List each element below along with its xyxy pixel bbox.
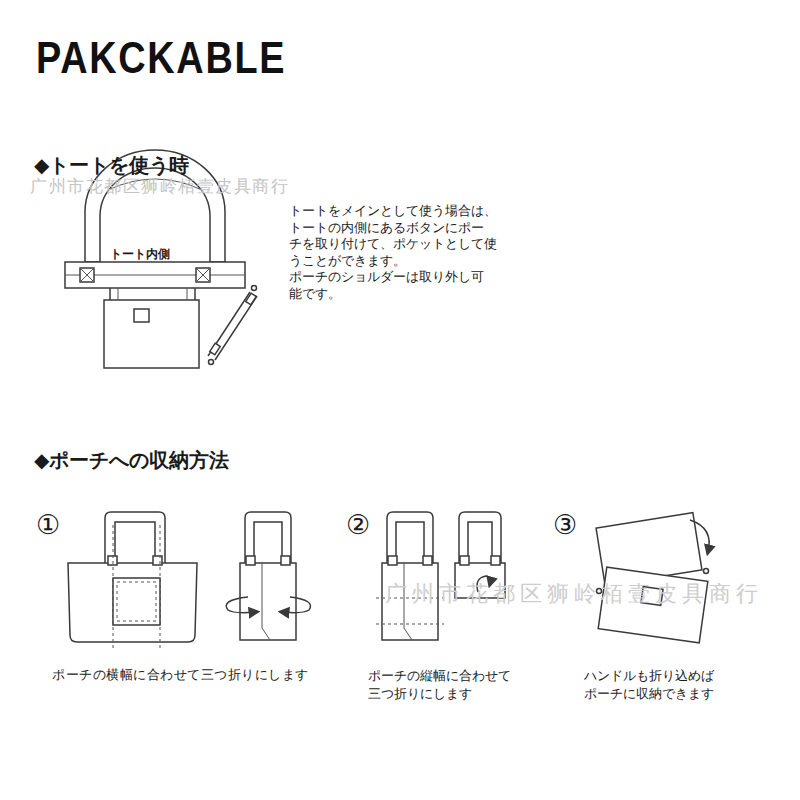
section-heading-holder: ◆トートを使う時 [34,153,189,178]
step-caption: ポーチの横幅に合わせて三つ折りにします [52,667,309,683]
step-caption: ハンドルも折り込めば ポーチに収納できます [584,667,734,703]
watermark-holder: 广州市花都区狮岭栢壹皮具商行 [30,176,289,197]
step-caption-holder: ポーチの縦幅に合わせて 三つ折りにします [368,667,528,703]
title-holder: PAKCKABLE [36,34,327,82]
brand-title: PAKCKABLE [36,34,286,82]
watermark: 广州市花都区狮岭栢壹皮具商行 [385,580,763,608]
section-heading: ◆トートを使う時 [34,153,189,178]
step-caption: ポーチの縦幅に合わせて 三つ折りにします [368,667,528,703]
section-heading: ◆ポーチへの収納方法 [34,448,229,473]
part-label: トート内側 [110,247,170,262]
step-caption-holder: ハンドルも折り込めば ポーチに収納できます [584,667,734,703]
callout-number-holder: ① [36,508,60,542]
callout-number: ① [36,508,60,542]
watermark: 广州市花都区狮岭栢壹皮具商行 [30,176,289,197]
note-text: ポーチのショルダーは取り外し可 能です。 [289,269,504,302]
note-text: トートをメインとして使う場合は、 トートの内側にあるボタンにポー チを取り付けて… [289,203,504,269]
watermark-holder: 广州市花都区狮岭栢壹皮具商行 [385,580,763,608]
section-heading-holder: ◆ポーチへの収納方法 [34,448,229,473]
callout-number: ③ [553,508,577,542]
callout-number-holder: ③ [553,508,577,542]
callout-number-holder: ② [346,508,370,542]
step1-figure [68,512,310,650]
callout-number: ② [346,508,370,542]
step3-figure [596,513,709,643]
note-text-holder: ポーチのショルダーは取り外し可 能です。 [289,269,504,302]
note-text-holder: トートをメインとして使う場合は、 トートの内側にあるボタンにポー チを取り付けて… [289,203,504,269]
part-label-holder: トート内側 [110,247,170,262]
step2-figure [376,512,505,640]
step-caption-holder: ポーチの横幅に合わせて三つ折りにします [52,667,309,683]
